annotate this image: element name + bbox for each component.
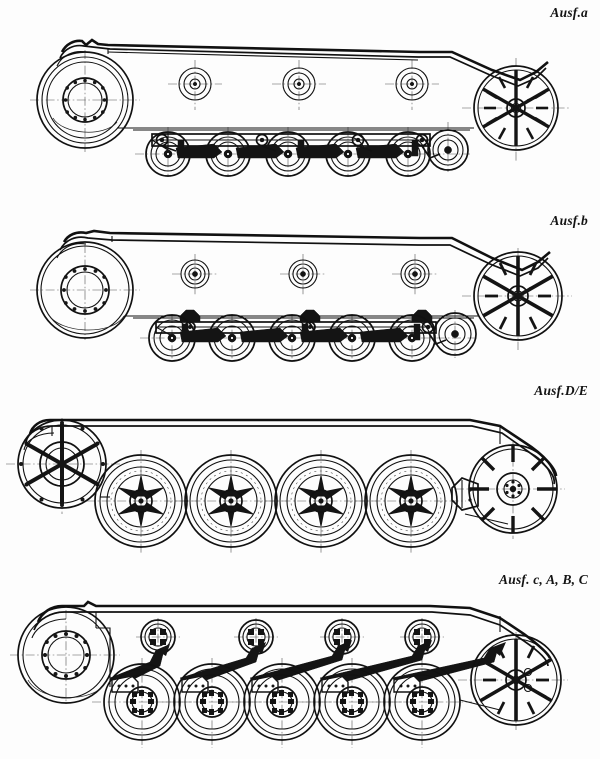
return-rollers-cabc — [140, 619, 440, 655]
track-lines-cabc — [459, 699, 501, 711]
bogie-linkages-a — [151, 132, 441, 160]
road-wheel-de — [274, 454, 368, 548]
road-wheel-cabc — [383, 663, 461, 741]
svg-ausf-a — [30, 38, 570, 177]
idler-adjuster-de — [451, 477, 479, 511]
drive-sprocket-a — [473, 65, 559, 151]
road-wheel-cabc — [243, 663, 321, 741]
front-idler-cabc — [17, 606, 115, 704]
figure-ausf-de — [0, 404, 600, 568]
drive-sprocket-cabc — [470, 634, 562, 726]
front-idler-de — [17, 419, 107, 509]
front-idler-b — [36, 241, 134, 339]
sprocket-hub-bolts-de — [505, 480, 521, 498]
svg-ausf-de — [6, 418, 565, 554]
idler-bolt-ring-a — [63, 78, 107, 122]
idler-hub-bolts-de — [50, 451, 74, 477]
bogie-linkages-b — [155, 323, 447, 346]
front-idler-a — [36, 51, 134, 149]
figure-ausf-cabc — [0, 592, 600, 759]
track-lines-a — [117, 127, 474, 131]
idler-bolt-ring-b — [62, 267, 108, 313]
sprocket-spokes-cabc — [479, 639, 553, 721]
hull-outline-a — [56, 38, 549, 87]
road-wheel-cabc — [173, 663, 251, 741]
panel-ausf-de: Ausf.D/E — [0, 380, 600, 568]
panel-caption-de: Ausf.D/E — [534, 383, 588, 398]
idler-rim-bolts-de — [19, 421, 105, 507]
panel-caption-cabc: Ausf. c, A, B, C — [499, 572, 588, 587]
road-wheel-cabc — [313, 663, 391, 741]
centre-lines-de — [6, 418, 565, 554]
svg-ausf-b — [30, 229, 572, 362]
return-rollers-a — [178, 67, 429, 101]
spring-brackets-cabc — [111, 675, 421, 693]
panel-ausf-cabc: Ausf. c, A, B, C — [0, 568, 600, 759]
idler-bolt-ring-cabc — [43, 632, 89, 678]
drive-sprocket-b — [473, 251, 563, 341]
track-lines-de — [100, 496, 509, 525]
panel-caption-a: Ausf.a — [550, 5, 588, 20]
idler-spokes-de — [26, 424, 98, 504]
sprocket-slots-a — [484, 76, 548, 140]
sprocket-slots-b — [485, 262, 551, 330]
sprocket-slots-cabc — [483, 645, 549, 715]
spring-anchor-triangles-cabc — [156, 640, 506, 656]
panel-ausf-a: Ausf.a — [0, 0, 600, 208]
drive-sprocket-de — [468, 444, 558, 534]
svg-ausf-cabc — [10, 600, 568, 748]
return-rollers-b — [180, 259, 430, 289]
road-wheel-de — [364, 454, 458, 548]
road-wheels-cabc — [103, 663, 461, 741]
road-wheel-cabc — [103, 663, 181, 741]
figure-ausf-b — [0, 228, 600, 380]
figure-ausf-a — [0, 22, 600, 208]
panel-caption-b: Ausf.b — [550, 213, 588, 228]
sprocket-slots-de — [469, 445, 557, 533]
hull-outline-b — [56, 229, 551, 277]
panel-ausf-b: Ausf.b — [0, 208, 600, 380]
